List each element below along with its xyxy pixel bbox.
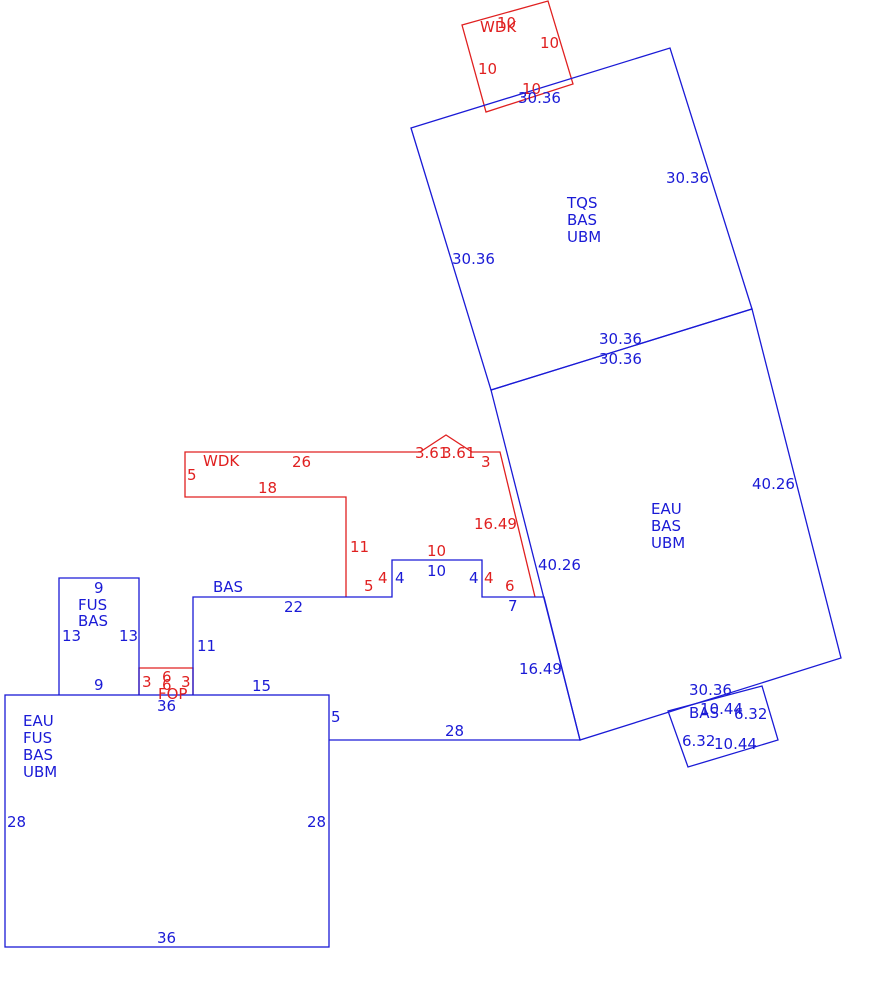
tqs-dim: 30.36 — [518, 89, 561, 107]
eau-upper-labels: 30.36 40.26 40.26 30.36 EAU BAS UBM — [538, 350, 795, 699]
eau-upper-dim: 30.36 — [689, 681, 732, 699]
eau-main-dim: 36 — [157, 929, 176, 947]
wdk-left-dim: 3.61 — [415, 444, 448, 462]
bas-small-labels: BAS 10.44 6.32 6.32 10.44 — [682, 700, 767, 753]
fop-code: FOP — [158, 685, 187, 703]
wdk-top-dim: 10 — [522, 80, 541, 98]
bas-middle-dim: 4 — [469, 569, 479, 587]
bas-middle-dim: 28 — [445, 722, 464, 740]
eau-main-code: UBM — [23, 763, 57, 781]
wdk-left-dim: 16.49 — [474, 515, 517, 533]
tqs-dim: 30.36 — [666, 169, 709, 187]
building-outlines — [4, 47, 842, 948]
bas-middle-code: BAS — [213, 578, 243, 596]
fop-dim: 6 — [162, 676, 172, 694]
wdk-left-outline — [184, 434, 536, 598]
wdk-left-dim: 5 — [364, 577, 374, 595]
eau-main-code: BAS — [23, 746, 53, 764]
wdk-left-labels: WDK 26 3.61 3.61 3 16.49 5 18 11 5 4 10 … — [187, 444, 517, 595]
bas-middle-dim: 11 — [197, 637, 216, 655]
fop-dim: 3 — [181, 673, 191, 691]
bas-middle-dim: 16.49 — [519, 660, 562, 678]
fus-outline — [58, 577, 140, 695]
wdk-top-outline — [461, 0, 574, 113]
bas-middle-dim: 5 — [331, 708, 341, 726]
eau-upper-code: EAU — [651, 500, 682, 518]
wdk-left-dim: 5 — [187, 466, 197, 484]
fus-code: BAS — [78, 612, 108, 630]
wdk-left-dim: 6 — [505, 577, 515, 595]
tqs-labels: 30.36 30.36 30.36 30.36 TQS BAS UBM — [452, 89, 709, 348]
bas-small-dim: 6.32 — [734, 705, 767, 723]
bas-middle-dim: 22 — [284, 598, 303, 616]
bas-middle-dim: 15 — [252, 677, 271, 695]
tqs-code: TQS — [566, 194, 598, 212]
wdk-left-dim: 4 — [484, 569, 494, 587]
eau-main-dim: 28 — [7, 813, 26, 831]
wdk-left-code: WDK — [203, 452, 240, 470]
fus-dim: 13 — [119, 627, 138, 645]
tqs-dim: 30.36 — [599, 330, 642, 348]
wdk-left-dim: 11 — [350, 538, 369, 556]
eau-main-labels: 36 EAU FUS BAS UBM 28 28 36 — [7, 697, 326, 947]
wdk-top-dim: 10 — [540, 34, 559, 52]
eau-main-code: EAU — [23, 712, 54, 730]
wdk-top-dim: 10 — [497, 14, 516, 32]
fus-labels: 9 FUS BAS 13 13 9 — [62, 579, 138, 694]
eau-main-dim: 36 — [157, 697, 176, 715]
wdk-left-dim: 10 — [427, 542, 446, 560]
bas-small-code: BAS — [689, 704, 719, 722]
eau-upper-code: UBM — [651, 534, 685, 552]
bas-middle-labels: BAS 22 4 10 4 7 16.49 11 15 5 28 — [197, 562, 562, 740]
wdk-left-dim: 3.61 — [442, 444, 475, 462]
bas-small-dim: 6.32 — [682, 732, 715, 750]
tqs-code: UBM — [567, 228, 601, 246]
eau-upper-dim: 40.26 — [538, 556, 581, 574]
bas-small-dim: 10.44 — [714, 735, 757, 753]
bas-middle-dim: 10 — [427, 562, 446, 580]
bas-middle-dim: 7 — [508, 597, 518, 615]
bas-middle-dim: 4 — [395, 569, 405, 587]
eau-upper-dim: 30.36 — [599, 350, 642, 368]
wdk-top-code: WDK — [480, 18, 517, 36]
fus-dim: 9 — [94, 579, 104, 597]
wdk-left-dim: 18 — [258, 479, 277, 497]
bas-small-outline — [667, 685, 779, 768]
fus-dim: 13 — [62, 627, 81, 645]
fus-code: FUS — [78, 596, 107, 614]
fop-labels: 3 6 6 3 FOP — [142, 668, 191, 703]
wdk-left-dim: 3 — [481, 453, 491, 471]
fop-dim: 3 — [142, 673, 152, 691]
wdk-top-dim: 10 — [478, 60, 497, 78]
fop-dim: 6 — [162, 668, 172, 686]
tqs-dim: 30.36 — [452, 250, 495, 268]
tqs-code: BAS — [567, 211, 597, 229]
eau-upper-code: BAS — [651, 517, 681, 535]
wdk-left-dim: 4 — [378, 569, 388, 587]
eau-main-dim: 28 — [307, 813, 326, 831]
bas-middle-outline — [192, 559, 581, 741]
eau-main-outline — [4, 694, 330, 948]
wdk-top-labels: WDK 10 10 10 10 — [478, 14, 559, 98]
eau-upper-dim: 40.26 — [752, 475, 795, 493]
bas-small-dim: 10.44 — [700, 700, 743, 718]
wdk-left-dim: 26 — [292, 453, 311, 471]
fus-dim: 9 — [94, 676, 104, 694]
eau-main-code: FUS — [23, 729, 52, 747]
